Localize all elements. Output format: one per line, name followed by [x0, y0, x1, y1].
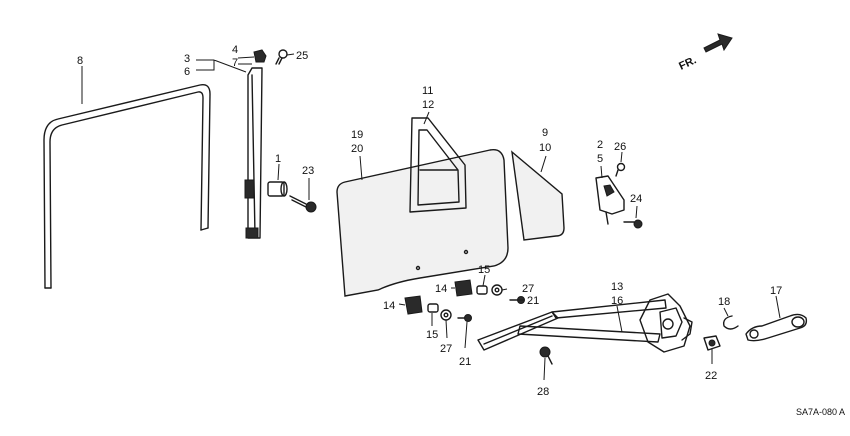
- part-28-bolt: [539, 346, 553, 365]
- callout-16: 16: [611, 295, 623, 307]
- callout-14-right: 14: [435, 283, 447, 295]
- callout-7: 7: [232, 57, 238, 69]
- part-1-spacer: [267, 181, 288, 197]
- part-25-screw: [275, 49, 288, 65]
- callout-28: 28: [537, 386, 549, 398]
- part-26-screw: [615, 162, 626, 177]
- part-15-collar-right: [476, 285, 488, 295]
- front-direction-arrow: FR.: [677, 33, 733, 73]
- part-21-bolt-left: [457, 314, 472, 322]
- callout-17: 17: [770, 285, 782, 297]
- part-2-bracket: [595, 175, 625, 225]
- channel-foot: [245, 227, 259, 239]
- channel-bracket: [244, 179, 255, 199]
- callout-26: 26: [614, 141, 626, 153]
- part-13-regulator: [477, 293, 693, 353]
- part-18-clip: [722, 315, 739, 330]
- callout-11: 11: [422, 85, 433, 97]
- part-27-washer-left: [440, 309, 452, 321]
- diagram-code: SA7A-080 A: [796, 407, 845, 417]
- callout-8: 8: [77, 55, 83, 67]
- callout-labels: 8 3 6 4 7 25 1 23 19 20 11 12 9 10 2 5 2…: [77, 44, 845, 417]
- callout-21-right: 21: [527, 295, 539, 307]
- front-direction-label: FR.: [677, 54, 698, 72]
- part-15-collar-left: [427, 303, 439, 313]
- callout-4: 4: [232, 44, 238, 56]
- part-24-screw: [623, 219, 643, 229]
- part-8-door-weatherstrip: [43, 84, 211, 289]
- callout-1: 1: [275, 153, 281, 165]
- callout-18: 18: [718, 296, 730, 308]
- callout-6: 6: [184, 66, 190, 78]
- part-3-sash-channel: [244, 67, 263, 239]
- callout-22: 22: [705, 370, 717, 382]
- callout-19: 19: [351, 129, 363, 141]
- part-27-washer-right: [491, 284, 503, 296]
- part-23-bolt: [289, 195, 317, 213]
- part-17-crank-handle: [745, 313, 808, 342]
- callout-20: 20: [351, 143, 363, 155]
- callout-23: 23: [302, 165, 314, 177]
- part-11-vent-frame: [409, 117, 467, 213]
- leader-lines: [81, 53, 781, 381]
- callout-21-left: 21: [459, 356, 471, 368]
- callout-27-right: 27: [522, 283, 534, 295]
- callout-25: 25: [296, 50, 308, 62]
- callout-12: 12: [422, 99, 434, 111]
- callout-10: 10: [539, 142, 551, 154]
- callout-27-left: 27: [440, 343, 452, 355]
- part-4-clip: [253, 49, 267, 63]
- callout-3: 3: [184, 53, 190, 65]
- part-14-glass-guide-right: [454, 279, 473, 297]
- callout-15-left: 15: [426, 329, 438, 341]
- callout-24: 24: [630, 193, 642, 205]
- callout-9: 9: [542, 127, 548, 139]
- callout-5: 5: [597, 153, 603, 165]
- part-14-glass-guide-left: [404, 295, 423, 315]
- callout-13: 13: [611, 281, 623, 293]
- callout-15-right: 15: [478, 264, 490, 276]
- part-22-handle-bolt: [703, 335, 721, 351]
- callout-2: 2: [597, 139, 603, 151]
- part-9-quarter-glass: [511, 150, 565, 241]
- callout-14-left: 14: [383, 300, 395, 312]
